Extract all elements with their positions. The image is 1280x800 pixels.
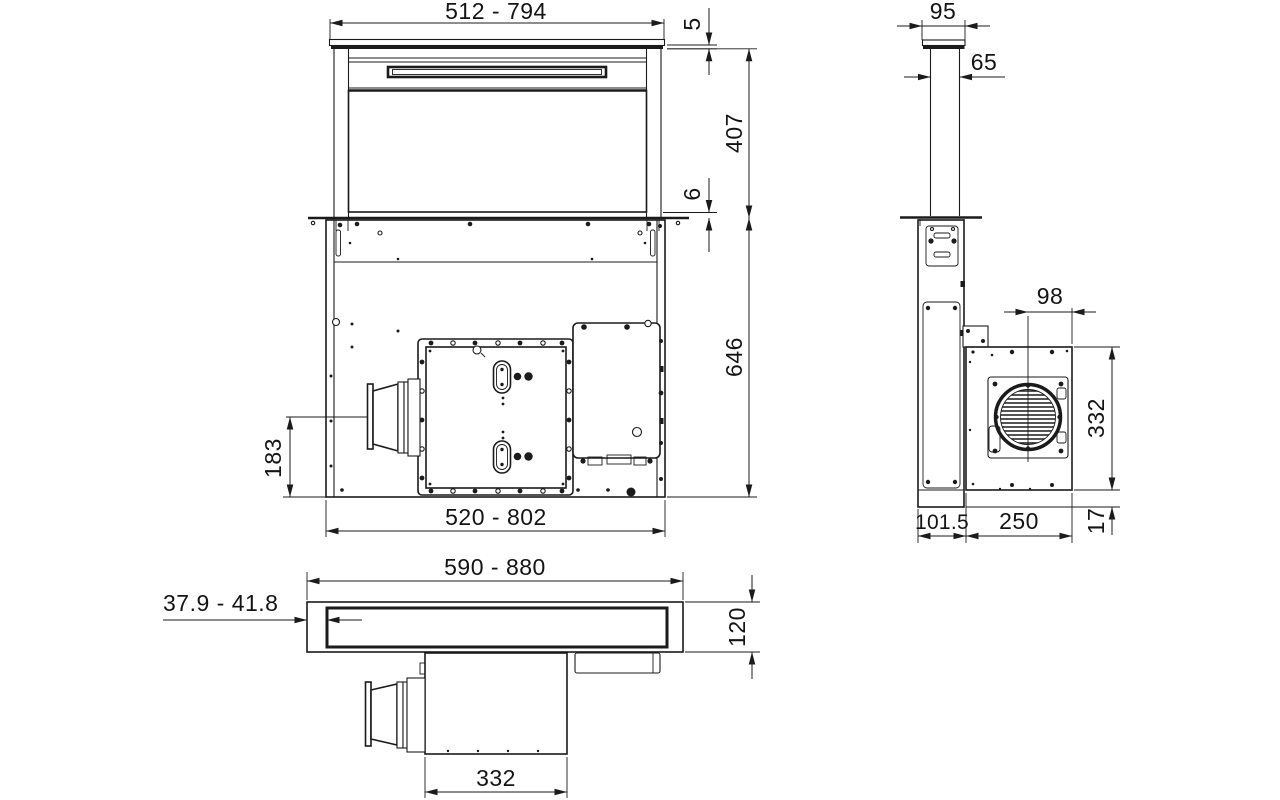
dim-body-height: 646 bbox=[667, 218, 757, 498]
dim-plan-blower-width: 332 bbox=[424, 757, 568, 798]
dim-outlet-center: 98 bbox=[1004, 283, 1096, 344]
dim-front-lip: 37.9 - 41.8 bbox=[163, 590, 362, 624]
mount-slot-right bbox=[650, 229, 656, 257]
dim-label-body-height: 646 bbox=[721, 337, 747, 377]
dim-label-hood-height: 407 bbox=[721, 113, 747, 153]
dim-label-plan-overall-width: 590 - 880 bbox=[444, 554, 546, 580]
fan-grille bbox=[987, 316, 1069, 462]
connector-oval-bottom bbox=[492, 440, 512, 474]
dim-base-offset: 17 bbox=[966, 462, 1120, 535]
dim-label-front-lip: 37.9 - 41.8 bbox=[163, 590, 278, 616]
dim-label-plan-blower-width: 332 bbox=[476, 765, 516, 791]
dim-flange-gap: 6 bbox=[663, 178, 717, 252]
junction-box bbox=[962, 325, 989, 348]
dim-plan-overall-width: 590 - 880 bbox=[306, 554, 684, 600]
dim-label-cap-thickness: 5 bbox=[679, 17, 705, 30]
dim-hood-height: 407 bbox=[667, 48, 757, 218]
mount-slot-left bbox=[335, 229, 341, 257]
dim-label-base-offset: 17 bbox=[1083, 508, 1109, 535]
plan-side-tab bbox=[574, 652, 661, 674]
dim-label-front-body-width: 520 - 802 bbox=[445, 504, 547, 530]
dim-label-cap-width: 95 bbox=[930, 0, 957, 24]
dim-label-plan-depth: 120 bbox=[724, 607, 750, 647]
column-side-panel bbox=[922, 301, 961, 489]
cover-cap bbox=[331, 45, 663, 49]
motor-panel bbox=[417, 338, 574, 496]
blower-side bbox=[965, 316, 1073, 491]
worktop-flange bbox=[308, 216, 689, 231]
dim-cap-width: 95 bbox=[897, 0, 990, 40]
dim-column-width: 65 bbox=[904, 49, 1005, 81]
plan-bar bbox=[306, 601, 684, 653]
dim-blower-depth: 250 bbox=[966, 493, 1073, 543]
dim-plan-depth: 120 bbox=[685, 575, 760, 679]
dim-label-column-depth: 101.5 bbox=[915, 511, 969, 534]
dim-label-blower-depth: 250 bbox=[999, 508, 1039, 534]
mount-bracket bbox=[925, 225, 959, 267]
plan-view: 590 - 880 37.9 - 41.8 120 bbox=[163, 554, 760, 798]
dim-front-top-width: 512 - 794 bbox=[329, 0, 665, 40]
dim-label-column-width: 65 bbox=[971, 49, 998, 75]
dim-label-blower-height: 332 bbox=[1083, 398, 1109, 438]
control-box bbox=[572, 319, 664, 466]
duct-outlet-plan bbox=[364, 677, 426, 753]
dim-label-front-top-width: 512 - 794 bbox=[445, 0, 547, 24]
dim-label-outlet-center: 98 bbox=[1037, 283, 1064, 309]
dim-label-flange-gap: 6 bbox=[679, 187, 705, 200]
hood-top-section bbox=[328, 38, 666, 217]
front-view: 512 - 794 bbox=[260, 0, 757, 537]
dim-duct-axis: 183 bbox=[260, 417, 327, 498]
side-view: 95 65 bbox=[897, 0, 1120, 543]
cap-side bbox=[923, 45, 965, 49]
vent-slot bbox=[386, 65, 608, 79]
dim-label-duct-axis: 183 bbox=[260, 438, 286, 478]
lower-column-side bbox=[917, 219, 965, 508]
keyhole bbox=[472, 345, 482, 355]
dim-front-body-width: 520 - 802 bbox=[325, 500, 666, 537]
connector-oval-top bbox=[492, 360, 512, 394]
plan-inner-opening bbox=[325, 606, 669, 649]
duct-outlet-front bbox=[286, 378, 421, 457]
